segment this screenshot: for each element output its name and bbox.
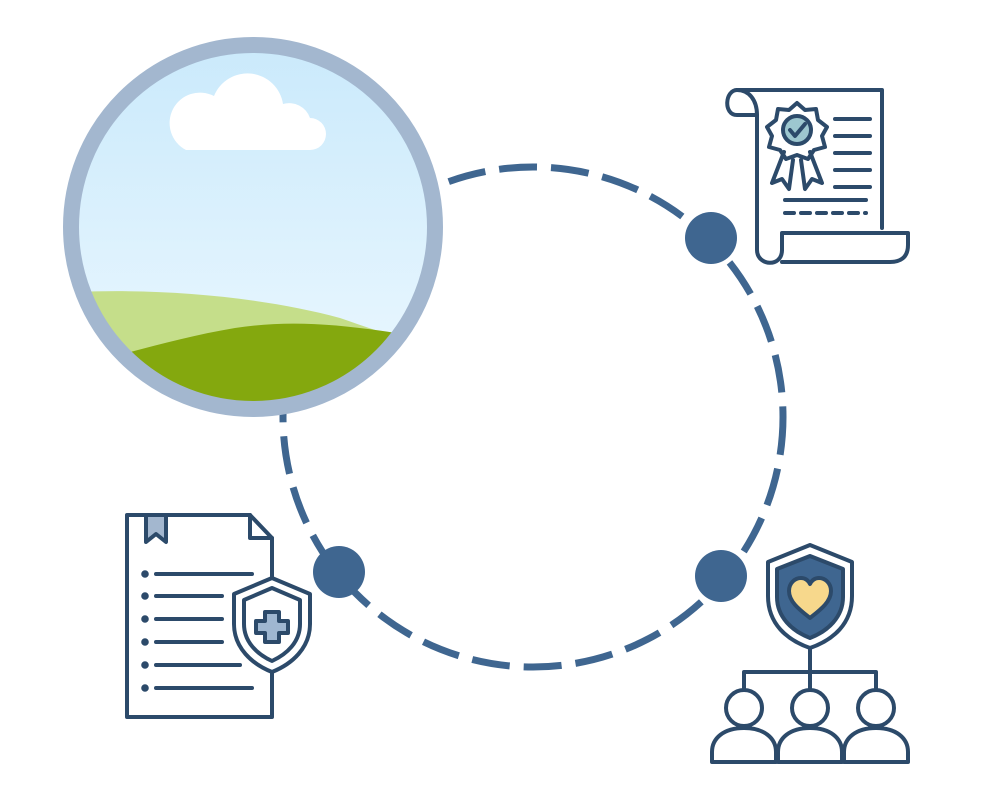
connector-dot-certificate xyxy=(685,212,737,264)
person-icon-right xyxy=(842,688,910,764)
person-icon-middle xyxy=(776,688,844,764)
family-protection-icon xyxy=(710,543,910,764)
dashed-connector-ring xyxy=(279,163,787,671)
connector-dot-insurance xyxy=(313,546,365,598)
person-icon-left xyxy=(710,688,778,764)
certificate-icon xyxy=(725,88,910,265)
insurance-document-icon xyxy=(125,513,312,719)
cloud-icon xyxy=(169,73,326,150)
photo-frame xyxy=(63,37,443,417)
connector-dot-family xyxy=(695,550,747,602)
bookmark-icon xyxy=(144,513,168,544)
medical-cross-icon xyxy=(254,610,290,644)
landscape-photo xyxy=(63,37,443,417)
heart-icon xyxy=(787,576,833,620)
